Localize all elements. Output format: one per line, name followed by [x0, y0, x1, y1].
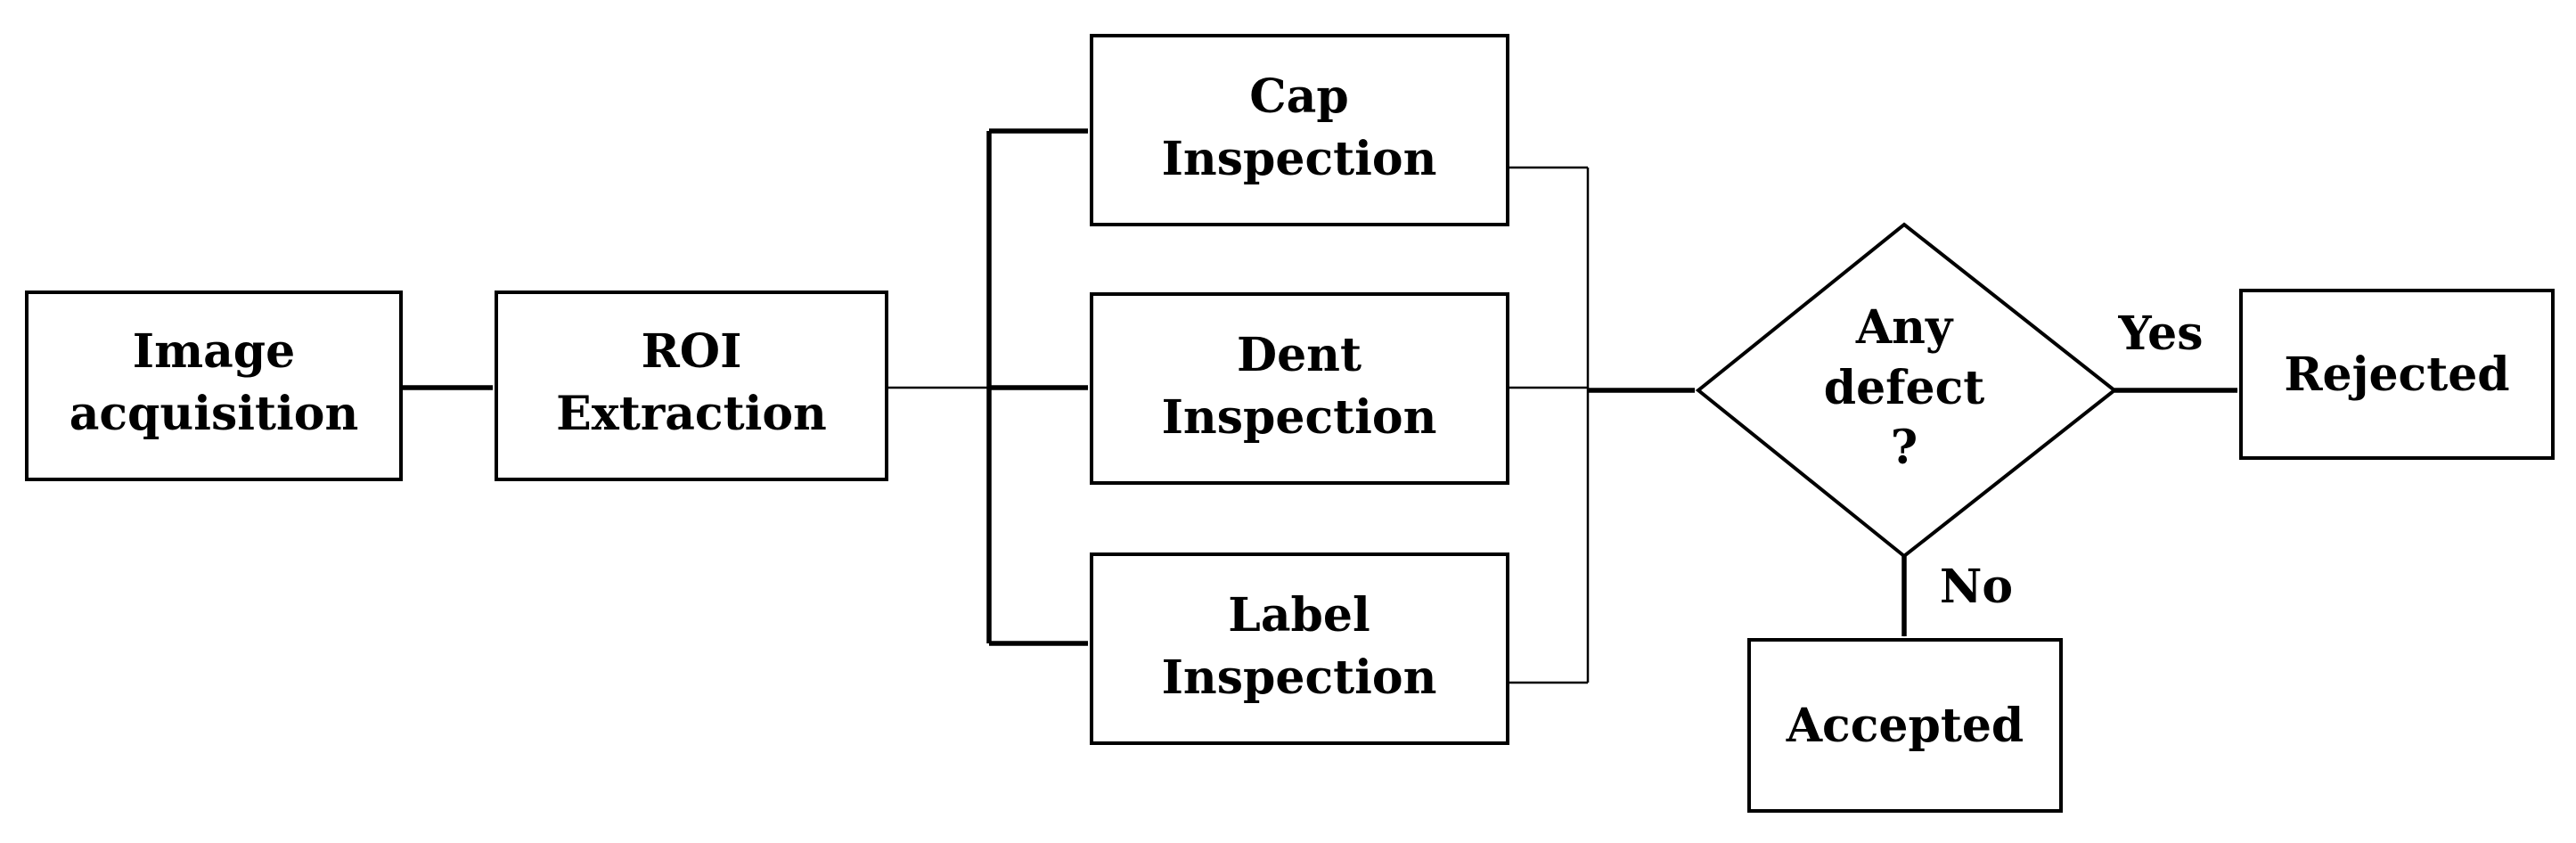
decision-label-line2: defect	[1824, 361, 1985, 415]
rejected-label: Rejected	[2284, 348, 2509, 402]
cap-inspection-label-line1: Cap	[1249, 70, 1348, 124]
label-inspection-box	[1090, 552, 1509, 745]
accepted-label: Accepted	[1786, 699, 2024, 753]
label-inspection-label-line1: Label	[1228, 588, 1370, 642]
dent-inspection-label-line2: Inspection	[1162, 390, 1437, 445]
roi-extraction-box	[495, 291, 888, 481]
yes-edge-label: Yes	[2118, 307, 2204, 361]
image-acquisition-label-line2: acquisition	[70, 387, 359, 441]
cap-inspection-box	[1090, 34, 1509, 226]
cap-inspection-label-line2: Inspection	[1162, 132, 1437, 186]
decision-label-line3: ?	[1891, 421, 1918, 475]
decision-label-line1: Any	[1855, 300, 1954, 355]
image-acquisition-label-line1: Image	[133, 324, 295, 379]
roi-extraction-label-line2: Extraction	[556, 387, 827, 441]
roi-extraction-label-line1: ROI	[642, 324, 742, 379]
image-acquisition-box	[25, 291, 403, 481]
dent-inspection-label-line1: Dent	[1237, 328, 1362, 382]
accepted-box	[1747, 638, 2063, 813]
dent-inspection-box	[1090, 292, 1509, 485]
rejected-box	[2239, 289, 2555, 460]
no-edge-label: No	[1940, 560, 2013, 614]
label-inspection-label-line2: Inspection	[1162, 651, 1437, 705]
